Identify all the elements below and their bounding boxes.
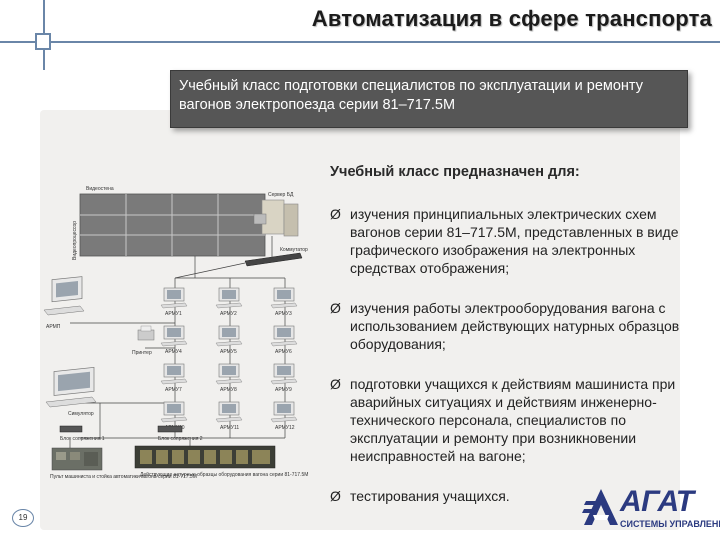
slide-title: Автоматизация в сфере транспорта xyxy=(311,6,712,31)
workstation-label: АРМУ3 xyxy=(275,311,292,317)
workstation-icon: АРМУ8 xyxy=(215,363,243,393)
network-diagram: Видеостена Видеопроцессор Сервер БД Комм… xyxy=(43,186,308,480)
instructor-label: АРМП xyxy=(46,324,61,330)
list-item-text: изучения работы электрооборудования ваго… xyxy=(350,300,680,352)
workstation-icon: АРМУ9 xyxy=(270,363,298,393)
block2-label: Блок сопряжения 2 xyxy=(158,436,203,442)
workstation-icon: АРМУ5 xyxy=(215,325,243,355)
list-item-text: тестирования учащихся. xyxy=(350,488,510,504)
workstation-icon: АРМУ6 xyxy=(270,325,298,355)
workstation-label: АРМУ5 xyxy=(220,349,237,355)
agat-logo: АГАТ СИСТЕМЫ УПРАВЛЕНИЯ xyxy=(582,485,720,535)
banner-line-2: вагонов электропоезда серии 81–717.5М xyxy=(179,97,456,113)
logo-tagline: СИСТЕМЫ УПРАВЛЕНИЯ xyxy=(620,519,720,529)
interface-block-1: Блок сопряжения 1 xyxy=(59,425,105,442)
list-item: Ø тестирования учащихся. xyxy=(328,487,703,505)
workstation-icon: АРМУ3 xyxy=(270,287,298,317)
corner-square-icon xyxy=(35,33,51,50)
workstation-label: АРМУ12 xyxy=(275,425,295,431)
simulator-label: Симулятор xyxy=(68,411,94,417)
videowall: Видеостена Видеопроцессор xyxy=(72,186,266,260)
simulator-workstation: Симулятор xyxy=(45,366,97,417)
list-item: Ø изучения работы электрооборудования ва… xyxy=(328,299,703,353)
arrow-bullet-icon: Ø xyxy=(330,376,341,392)
workstation-label: АРМУ9 xyxy=(275,387,292,393)
list-item: Ø изучения принципиальных электрических … xyxy=(328,205,703,277)
list-subtitle: Учебный класс предназначен для: xyxy=(330,164,580,180)
arrow-bullet-icon: Ø xyxy=(330,488,341,504)
workstation-icon: АРМУ12 xyxy=(270,401,298,431)
printer-icon: Принтер xyxy=(132,325,155,356)
workstation-label: АРМУ2 xyxy=(220,311,237,317)
workstation-icon: АРМУ7 xyxy=(160,363,188,393)
agat-logo-mark-icon xyxy=(582,489,618,525)
workstation-label: АРМУ7 xyxy=(165,387,182,393)
banner-line-1: Учебный класс подготовки специалистов по… xyxy=(179,78,643,94)
videowall-side-label: Видеопроцессор xyxy=(72,221,78,260)
workstation-label: АРМУ6 xyxy=(275,349,292,355)
header-rule xyxy=(0,41,720,43)
driver-console-photo: Пульт машиниста и стойка автоматики ваго… xyxy=(50,447,197,480)
equipment-label: Действующие натурные образцы оборудовани… xyxy=(140,471,308,478)
workstation-label: АРМУ11 xyxy=(220,425,239,431)
workstation-label: АРМУ4 xyxy=(165,349,182,355)
videowall-label: Видеостена xyxy=(86,186,114,192)
equipment-photo: Действующие натурные образцы оборудовани… xyxy=(134,445,308,478)
arrow-bullet-icon: Ø xyxy=(330,300,341,316)
block1-label: Блок сопряжения 1 xyxy=(60,436,105,442)
switch-icon: Коммутатор xyxy=(244,247,308,267)
console-label: Пульт машиниста и стойка автоматики ваго… xyxy=(50,473,197,480)
workstation-icon: АРМУ11 xyxy=(215,401,243,431)
instructor-workstation: АРМП xyxy=(43,276,85,330)
logo-name: АГАТ xyxy=(620,485,694,518)
arrow-bullet-icon: Ø xyxy=(330,206,341,222)
list-item-text: изучения принципиальных электрических сх… xyxy=(350,206,679,276)
server-label: Сервер БД xyxy=(268,192,294,198)
section-banner: Учебный класс подготовки специалистов по… xyxy=(170,70,688,128)
workstation-icon: АРМУ2 xyxy=(215,287,243,317)
switch-label: Коммутатор xyxy=(280,247,308,253)
list-item-text: подготовки учащихся к действиям машинист… xyxy=(350,376,676,464)
workstation-label: АРМУ1 xyxy=(165,311,182,317)
printer-label: Принтер xyxy=(132,350,152,356)
list-item: Ø подготовки учащихся к действиям машини… xyxy=(328,375,703,465)
page-number: 19 xyxy=(12,509,34,527)
purpose-list: Ø изучения принципиальных электрических … xyxy=(328,205,703,505)
workstation-label: АРМУ8 xyxy=(220,387,237,393)
interface-block-2: Блок сопряжения 2 xyxy=(157,425,203,442)
workstation-icon: АРМУ4 xyxy=(160,325,188,355)
workstation-icon: АРМУ1 xyxy=(160,287,188,317)
server-icon: Сервер БД xyxy=(253,192,299,237)
